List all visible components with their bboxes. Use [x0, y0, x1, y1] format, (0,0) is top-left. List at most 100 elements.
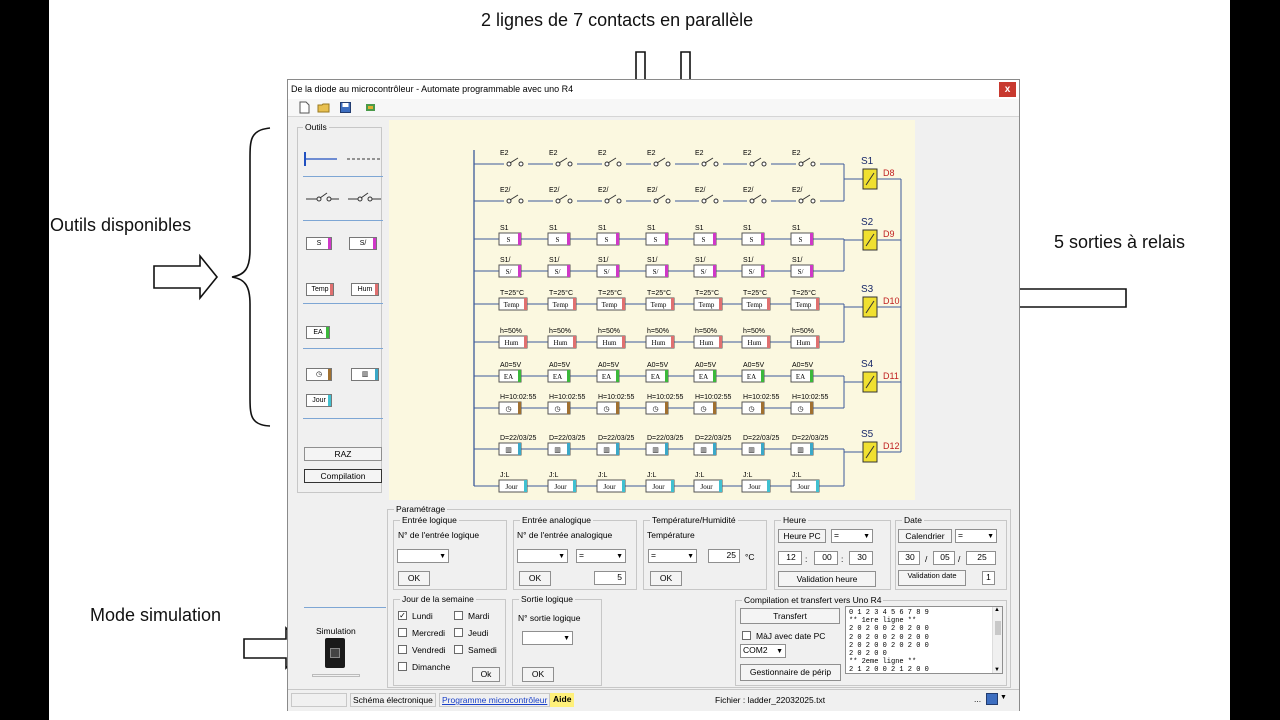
cell-label: E2: [549, 150, 558, 157]
entree-logique-ok-button[interactable]: OK: [398, 571, 430, 586]
op-value: =: [834, 530, 839, 540]
cell-box-accent: [524, 298, 527, 310]
day-checkbox-mardi[interactable]: [454, 611, 463, 620]
params-group: Paramétrage: [387, 504, 1011, 688]
chip-icon[interactable]: [364, 101, 377, 114]
simulation-toggle[interactable]: [325, 638, 345, 668]
entree-analogique-select[interactable]: ▼: [517, 549, 568, 563]
validation-heure-button[interactable]: Validation heure: [778, 571, 876, 587]
close-button[interactable]: x: [999, 82, 1016, 97]
open-folder-icon[interactable]: [317, 101, 330, 114]
cell-label: h=50%: [549, 328, 571, 335]
tab-aide[interactable]: Aide: [550, 693, 575, 707]
day-checkbox-vendredi[interactable]: [398, 645, 407, 654]
params-legend: Paramétrage: [394, 504, 448, 514]
entree-analogique-ok-button[interactable]: OK: [519, 571, 551, 586]
day-label-dimanche: Dimanche: [412, 662, 451, 672]
contact-terminal: [761, 198, 767, 204]
calendrier-button[interactable]: Calendrier: [898, 529, 952, 543]
jour-ok-button[interactable]: Ok: [472, 667, 500, 682]
app-window: De la diode au microcontrôleur - Automat…: [287, 79, 1020, 711]
cell-label: J:L: [743, 472, 752, 479]
compile-log[interactable]: 0 1 2 3 4 5 6 7 8 9** 1ere ligne **2 0 2…: [845, 606, 1003, 674]
cell-label: H=10:02:55: [500, 394, 536, 401]
tool-clock-icon[interactable]: ◷: [306, 368, 332, 381]
tool-ea[interactable]: EA: [306, 326, 330, 339]
cell-label: D=22/03/25: [743, 435, 779, 442]
temp-ok-button[interactable]: OK: [650, 571, 682, 586]
gestionnaire-button[interactable]: Gestionnaire de périp: [740, 664, 841, 681]
maj-label: MàJ avec date PC: [756, 631, 826, 641]
tool-jour[interactable]: Jour: [306, 394, 332, 407]
tool-s[interactable]: S: [306, 237, 332, 250]
sortie-ok-button[interactable]: OK: [522, 667, 554, 682]
contact-gap: [699, 196, 723, 206]
maj-checkbox[interactable]: [742, 631, 751, 640]
cell-box-text: Jour: [652, 483, 665, 491]
tab-schema[interactable]: Schéma électronique: [350, 693, 436, 707]
save-icon[interactable]: [339, 101, 352, 114]
date-d-input[interactable]: 30: [898, 551, 920, 565]
day-checkbox-samedi[interactable]: [454, 645, 463, 654]
heure-h-input[interactable]: 12: [778, 551, 802, 565]
day-checkbox-dimanche[interactable]: [398, 662, 407, 671]
tool-temp[interactable]: Temp: [306, 283, 334, 296]
log-line: 0 1 2 3 4 5 6 7 8 9: [849, 609, 929, 617]
heure-op-select[interactable]: =▼: [831, 529, 873, 543]
chevron-down-icon[interactable]: ▼: [994, 667, 1000, 673]
validation-date-button[interactable]: Validation date: [898, 570, 966, 586]
day-label-vendredi: Vendredi: [412, 645, 446, 655]
cell-label: D=22/03/25: [500, 435, 536, 442]
status-blank: [291, 693, 347, 707]
cell-label: D=22/03/25: [792, 435, 828, 442]
heure-sep-1: :: [805, 554, 808, 564]
contact-switch: [656, 157, 666, 164]
tab-programme[interactable]: Programme microcontrôleur: [439, 693, 551, 707]
cell-box-text: ◷: [652, 405, 658, 413]
compilation-button[interactable]: Compilation: [304, 469, 382, 483]
raz-button[interactable]: RAZ: [304, 447, 382, 461]
chevron-up-icon[interactable]: ▲: [994, 607, 1000, 613]
title-bar: De la diode au microcontrôleur - Automat…: [288, 80, 1019, 99]
entree-analogique-op-select[interactable]: =▼: [576, 549, 626, 563]
log-scrollbar[interactable]: ▲ ▼: [992, 607, 1002, 673]
cell-box-text: S/: [653, 268, 659, 276]
cell-label: S1: [598, 225, 607, 232]
cell-box-accent: [719, 298, 722, 310]
cell-label: A0=5V: [647, 362, 669, 369]
new-file-icon[interactable]: [298, 101, 311, 114]
tool-s-neg[interactable]: S/: [349, 237, 377, 250]
day-checkbox-mercredi[interactable]: [398, 628, 407, 637]
cell-box-text: ▥: [700, 446, 707, 454]
day-checkbox-jeudi[interactable]: [454, 628, 463, 637]
heure-pc-button[interactable]: Heure PC: [778, 529, 826, 543]
heure-m-input[interactable]: 00: [814, 551, 838, 565]
relay-coil-slash: [865, 375, 875, 389]
sortie-select[interactable]: ▼: [522, 631, 573, 645]
heure-s-input[interactable]: 30: [849, 551, 873, 565]
date-op-select[interactable]: =▼: [955, 529, 997, 543]
cell-label: E2/: [695, 187, 706, 194]
cell-box-accent: [713, 370, 716, 382]
save-icon[interactable]: [986, 693, 998, 705]
chevron-down-icon[interactable]: ▼: [1000, 694, 1007, 701]
entree-analogique-value[interactable]: 5: [594, 571, 626, 585]
cell-box-text: EA: [504, 373, 513, 381]
transfert-button[interactable]: Transfert: [740, 608, 840, 624]
cell-box-text: S: [654, 236, 658, 244]
cell-box-text: Temp: [796, 301, 812, 309]
date-y-input[interactable]: 25: [966, 551, 996, 565]
cell-box-text: EA: [796, 373, 805, 381]
cell-label: J:L: [598, 472, 607, 479]
temp-value[interactable]: 25: [708, 549, 740, 563]
date-mo-input[interactable]: 05: [933, 551, 955, 565]
cell-box-accent: [567, 233, 570, 245]
tool-hum[interactable]: Hum: [351, 283, 379, 296]
tool-calendar-icon[interactable]: ▥: [351, 368, 379, 381]
com-select[interactable]: COM2▼: [740, 644, 786, 658]
temp-op-select[interactable]: =▼: [648, 549, 697, 563]
entree-logique-select[interactable]: ▼: [397, 549, 449, 563]
cell-box-accent: [518, 443, 521, 455]
cell-box-text: Hum: [652, 339, 667, 347]
day-checkbox-lundi[interactable]: ✓: [398, 611, 407, 620]
